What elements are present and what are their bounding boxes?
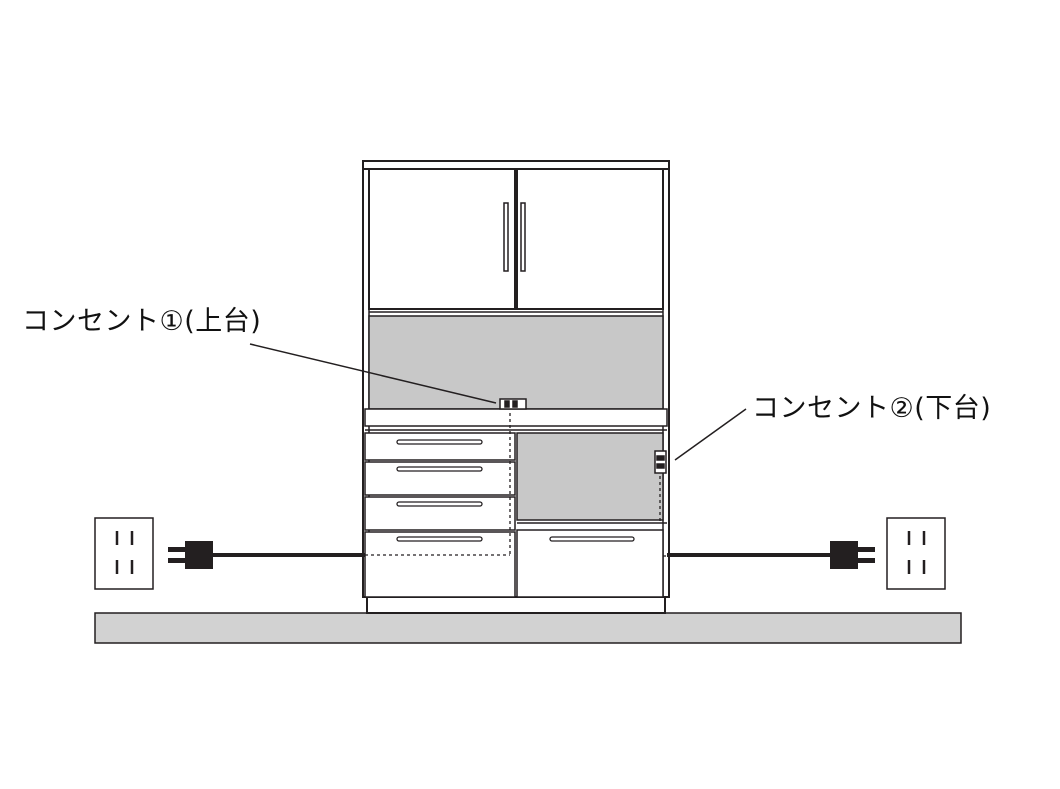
plug-icon xyxy=(168,541,213,569)
drawer-1 xyxy=(364,432,516,461)
outlet-1-label: コンセント①(上台) xyxy=(22,306,262,337)
drawer-4 xyxy=(364,531,516,598)
door-handle-left xyxy=(503,202,509,272)
lower-open-space xyxy=(516,432,664,521)
upper-door-right xyxy=(516,168,664,310)
leader-line-2 xyxy=(674,408,747,461)
leader-line-1 xyxy=(249,343,497,404)
wall-outlet-icon xyxy=(94,517,154,590)
upper-door-left xyxy=(368,168,516,310)
outlet-2-label: コンセント②(下台) xyxy=(752,393,992,424)
upper-open-shelf xyxy=(368,315,664,410)
built-in-outlet-2 xyxy=(654,450,667,474)
hidden-cord-paths xyxy=(365,413,667,557)
wall-outlet-icon xyxy=(886,517,946,590)
top-board xyxy=(362,160,670,170)
counter-top xyxy=(364,408,668,427)
plug-icon xyxy=(830,541,875,569)
cupboard xyxy=(362,160,670,614)
door-handle-right xyxy=(520,202,526,272)
built-in-outlet-1 xyxy=(499,398,527,410)
base-plinth xyxy=(366,596,666,614)
floor xyxy=(94,612,962,644)
